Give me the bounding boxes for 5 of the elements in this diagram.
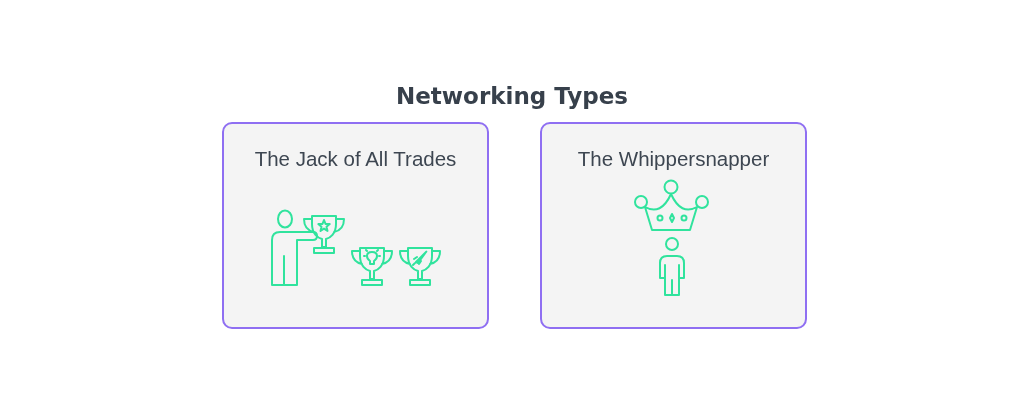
card-heading: The Jack of All Trades (254, 146, 457, 172)
card-heading: The Whippersnapper (577, 146, 770, 172)
type-card (222, 122, 489, 329)
diagram-title: Networking Types (396, 82, 628, 111)
type-card (540, 122, 807, 329)
